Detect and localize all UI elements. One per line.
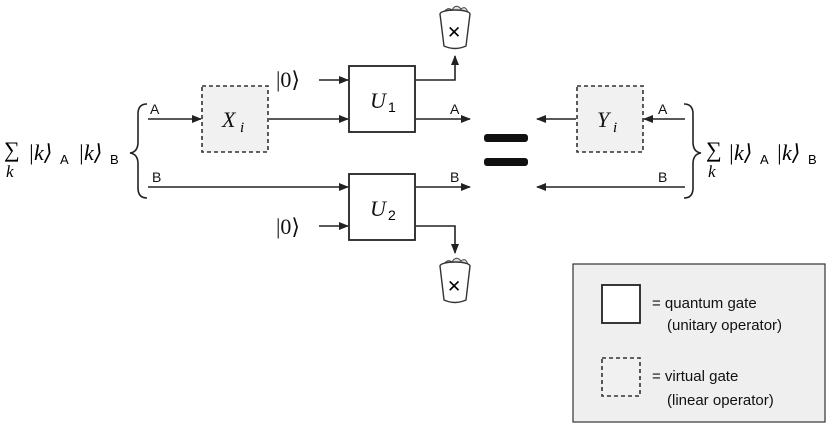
right-output-state: ∑ k |k⟩ A |k⟩ B [706, 137, 817, 181]
left-ket-a: |k⟩ [28, 140, 52, 165]
left-sum-index: k [6, 162, 14, 181]
wire-label-left-a: A [150, 101, 160, 117]
gate-yi-sub: i [613, 120, 617, 136]
right-sub-b: B [808, 152, 817, 167]
trash-bin-top-icon: ✕ [439, 5, 471, 50]
legend-quantum-line1: = quantum gate [652, 295, 757, 312]
left-sub-a: A [60, 152, 69, 167]
left-sub-b: B [110, 152, 119, 167]
wire-u2-to-trash [416, 225, 459, 254]
trash-top-x: ✕ [447, 23, 461, 42]
gate-yi: Y i [576, 85, 644, 153]
gate-u2-sub: 2 [388, 207, 396, 223]
gate-u1-sub: 1 [388, 99, 396, 115]
gate-xi-sub: i [240, 120, 244, 136]
right-brace [683, 103, 702, 199]
gate-u1-label: U [370, 88, 388, 113]
gate-yi-label: Y [597, 107, 612, 132]
gate-xi-label: X [221, 107, 237, 132]
legend-quantum-gate-swatch [601, 284, 641, 324]
left-ket-b: |k⟩ [78, 140, 102, 165]
wire-label-right-a: A [658, 101, 668, 117]
wire-label-left-b: B [152, 169, 161, 185]
gate-u2: U 2 [348, 173, 416, 241]
gate-xi: X i [201, 85, 269, 153]
wire-u1-to-trash [416, 55, 459, 81]
legend-virtual-gate-swatch [601, 357, 641, 397]
right-ket-b: |k⟩ [776, 140, 800, 165]
ancilla-bottom-ket: |0⟩ [276, 214, 300, 239]
legend-quantum-line2: (unitary operator) [667, 317, 782, 334]
trash-bin-bottom-icon: ✕ [439, 257, 471, 304]
legend-box: = quantum gate (unitary operator) = virt… [572, 263, 826, 423]
left-brace [129, 103, 148, 199]
ancilla-top-ket: |0⟩ [276, 67, 300, 92]
left-sum-symbol: ∑ [4, 137, 20, 162]
gate-u1: U 1 [348, 65, 416, 133]
right-sum-index: k [708, 162, 716, 181]
wire-label-mid-b: B [450, 169, 459, 185]
legend-virtual-line1: = virtual gate [652, 368, 738, 385]
right-sub-a: A [760, 152, 769, 167]
legend-virtual-line2: (linear operator) [667, 392, 774, 409]
trash-bottom-x: ✕ [447, 277, 461, 296]
wire-label-mid-a: A [450, 101, 460, 117]
left-input-state: ∑ k |k⟩ A |k⟩ B [4, 137, 119, 181]
right-sum-symbol: ∑ [706, 137, 722, 162]
gate-u2-label: U [370, 196, 388, 221]
wire-label-right-b: B [658, 169, 667, 185]
equals-sign [484, 134, 528, 166]
right-ket-a: |k⟩ [728, 140, 752, 165]
